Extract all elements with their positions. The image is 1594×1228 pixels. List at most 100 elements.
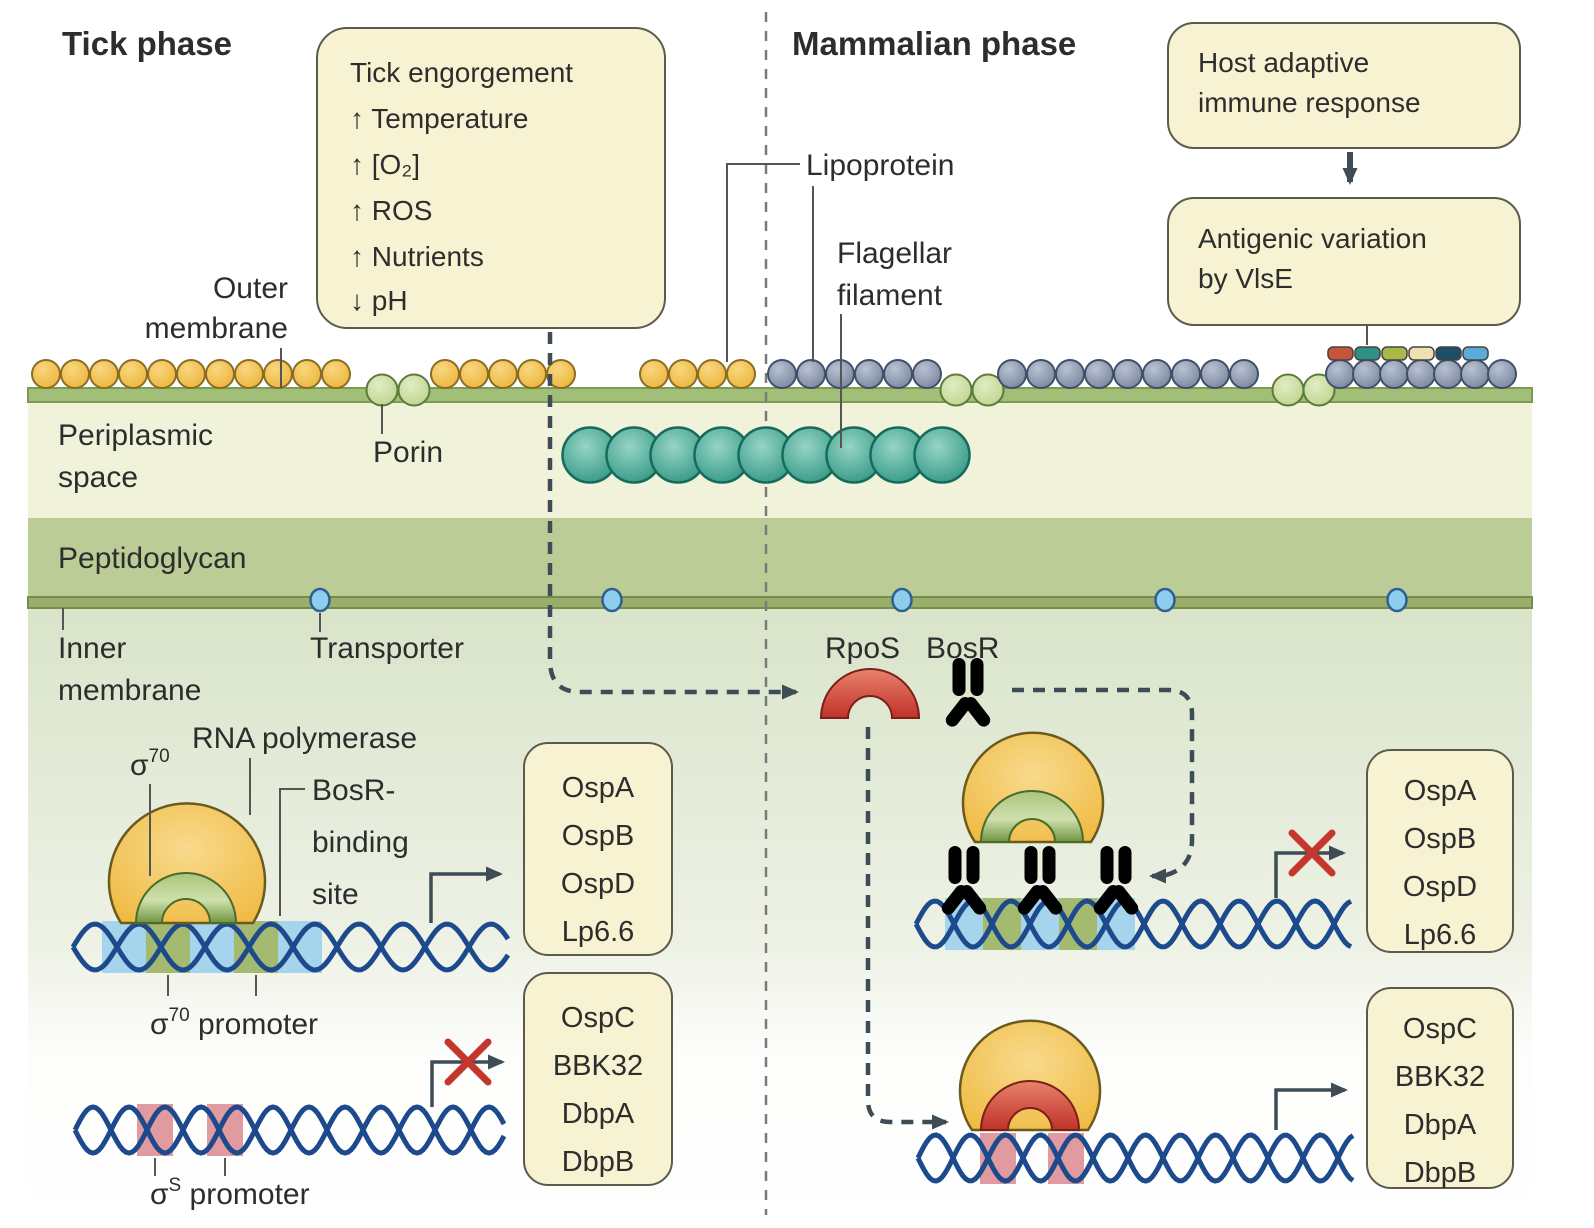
peptidoglycan-label: Peptidoglycan: [58, 542, 246, 575]
mammalian-phase-title: Mammalian phase: [792, 25, 1076, 62]
transporter-label: Transporter: [310, 632, 464, 665]
transporter-icon: [309, 587, 331, 613]
gene-label: Lp6.6: [1404, 919, 1477, 951]
vlse-cap-icon: [1462, 346, 1489, 361]
mammal-lipoprotein-row-2: [997, 359, 1259, 389]
outer-membrane-label: membrane: [145, 312, 288, 345]
inner-membrane-label: Inner: [58, 632, 126, 665]
flagellar-filament-label: Flagellar: [837, 237, 952, 270]
tick-engorgement-item: ↑ [O₂]: [350, 149, 420, 180]
cell-envelope-layers: [27, 387, 1533, 1228]
dna-helix: [70, 921, 511, 973]
gene-label: OspA: [1404, 775, 1477, 807]
rpos-factor-icon: [979, 1080, 1081, 1131]
gene-label: OspA: [562, 772, 635, 804]
sigmaS-promoter-label: σS promoter: [150, 1175, 310, 1211]
lipoprotein-label: Lipoprotein: [806, 149, 954, 182]
bosr-binding-box: [102, 921, 146, 973]
host-immune-line2: immune response: [1198, 87, 1421, 118]
peptidoglycan-band: [28, 518, 1532, 597]
periplasmic-space-label: space: [58, 461, 138, 494]
gene-label: DbpA: [1404, 1109, 1477, 1141]
transcription-arrow-active: [429, 866, 503, 923]
vlse-cap-icon: [1435, 346, 1462, 361]
blocked-x-icon: [444, 1038, 492, 1086]
labels: Tick phase Mammalian phase Outer membran…: [58, 25, 1076, 1211]
callout-mammal-sigma70-genes: OspA OspB OspD Lp6.6: [1366, 749, 1514, 953]
sigma70-factor-icon: [134, 872, 238, 924]
gene-label: OspC: [561, 1002, 635, 1034]
sigma70-promoter-box: [234, 921, 278, 973]
bosr-binding-site-label: site: [312, 878, 359, 911]
transporter-icon: [891, 587, 913, 613]
callout-box: [1167, 22, 1521, 149]
sigma70-promoter-box: [146, 921, 190, 973]
transcription-arrow-blocked: [430, 1054, 505, 1107]
callout-tick-sigma70-genes: OspA OspB OspD Lp6.6: [523, 742, 673, 956]
gene-label: OspD: [1403, 871, 1477, 903]
sigma70-factor-icon: [979, 790, 1085, 843]
inner-membrane-label: membrane: [58, 674, 201, 707]
callout-box: [1366, 987, 1514, 1189]
gene-label: OspB: [1404, 823, 1477, 855]
outer-membrane-molecules: [31, 346, 1517, 613]
tick-engorgement-title: Tick engorgement: [350, 57, 573, 88]
mammal-sigmaS-operon: [915, 1019, 1355, 1184]
periplasmic-space-label: Periplasmic: [58, 419, 213, 452]
callout-box: [523, 972, 673, 1186]
transporter-dots: [309, 587, 1408, 613]
dna-helix: [915, 1132, 1355, 1184]
bosr-label: BosR: [926, 632, 999, 665]
porin-pair-mammal-1: [939, 373, 1005, 407]
lipoprotein-pointer-line: [726, 163, 800, 362]
porin-pair-tick: [365, 373, 431, 407]
vlse-cap-icon: [1408, 346, 1435, 361]
promoter-boxes: [102, 921, 322, 973]
callout-host-immune: Host adaptive immune response: [1167, 22, 1521, 185]
transporter-icon: [601, 587, 623, 613]
transcription-arrow-blocked: [1274, 845, 1346, 898]
antigenic-variation-line2: by VlsE: [1198, 263, 1293, 294]
bosr-binding-site-label: binding: [312, 826, 409, 859]
callout-box: [523, 742, 673, 956]
vlse-lipoprotein-row: [1325, 359, 1490, 389]
callout-box: [316, 27, 666, 329]
bosr-binding-site-pointer-line: [279, 788, 305, 916]
antigenic-variation-line1: Antigenic variation: [1198, 223, 1427, 254]
bosr-binding-site-label: BosR-: [312, 774, 395, 807]
tick-engorgement-item: ↑ Nutrients: [350, 241, 484, 272]
gene-label: Lp6.6: [562, 916, 635, 948]
sigma70-label: σ70: [130, 746, 170, 782]
gene-label: BBK32: [1395, 1061, 1485, 1093]
transporter-icon: [1386, 587, 1408, 613]
porin-label: Porin: [373, 436, 443, 469]
vlse-cap-icon: [1381, 346, 1408, 361]
tick-lipoprotein-row-1: [31, 359, 351, 389]
bosr-binding-dashed-arrow: [1012, 687, 1195, 884]
callout-box: [1167, 197, 1521, 326]
tick-engorgement-item: ↓ pH: [350, 285, 408, 316]
mammal-lipoprotein-row-1: [767, 359, 942, 389]
callout-box: [1366, 749, 1514, 953]
vlse-variant-caps: [1327, 346, 1489, 361]
host-immune-line1: Host adaptive: [1198, 47, 1369, 78]
vlse-cap-icon: [1354, 346, 1381, 361]
blocked-x-icon: [1288, 829, 1336, 877]
callout-tick-engorgement: Tick engorgement ↑ Temperature ↑ [O₂] ↑ …: [316, 27, 666, 329]
bosr-binding-box: [278, 921, 322, 973]
gene-label: OspB: [562, 820, 635, 852]
gene-label: DbpB: [562, 1146, 635, 1178]
dna-helix: [72, 1104, 507, 1156]
tick-lipoprotein-row-2: [430, 359, 576, 389]
transcription-arrow-active: [1274, 1082, 1348, 1130]
callout-tick-rpos-genes: OspC BBK32 DbpA DbpB: [523, 972, 673, 1186]
rna-polymerase-label: RNA polymerase: [192, 722, 417, 755]
callout-mammal-rpos-genes: OspC BBK32 DbpA DbpB: [1366, 987, 1514, 1189]
gene-label: OspD: [561, 868, 635, 900]
flagellar-filament-label: filament: [837, 279, 943, 312]
rpos-protein-icon: [819, 668, 921, 719]
tick-engorgement-item: ↑ ROS: [350, 195, 432, 226]
rpos-activation-dashed-arrow: [865, 727, 949, 1130]
